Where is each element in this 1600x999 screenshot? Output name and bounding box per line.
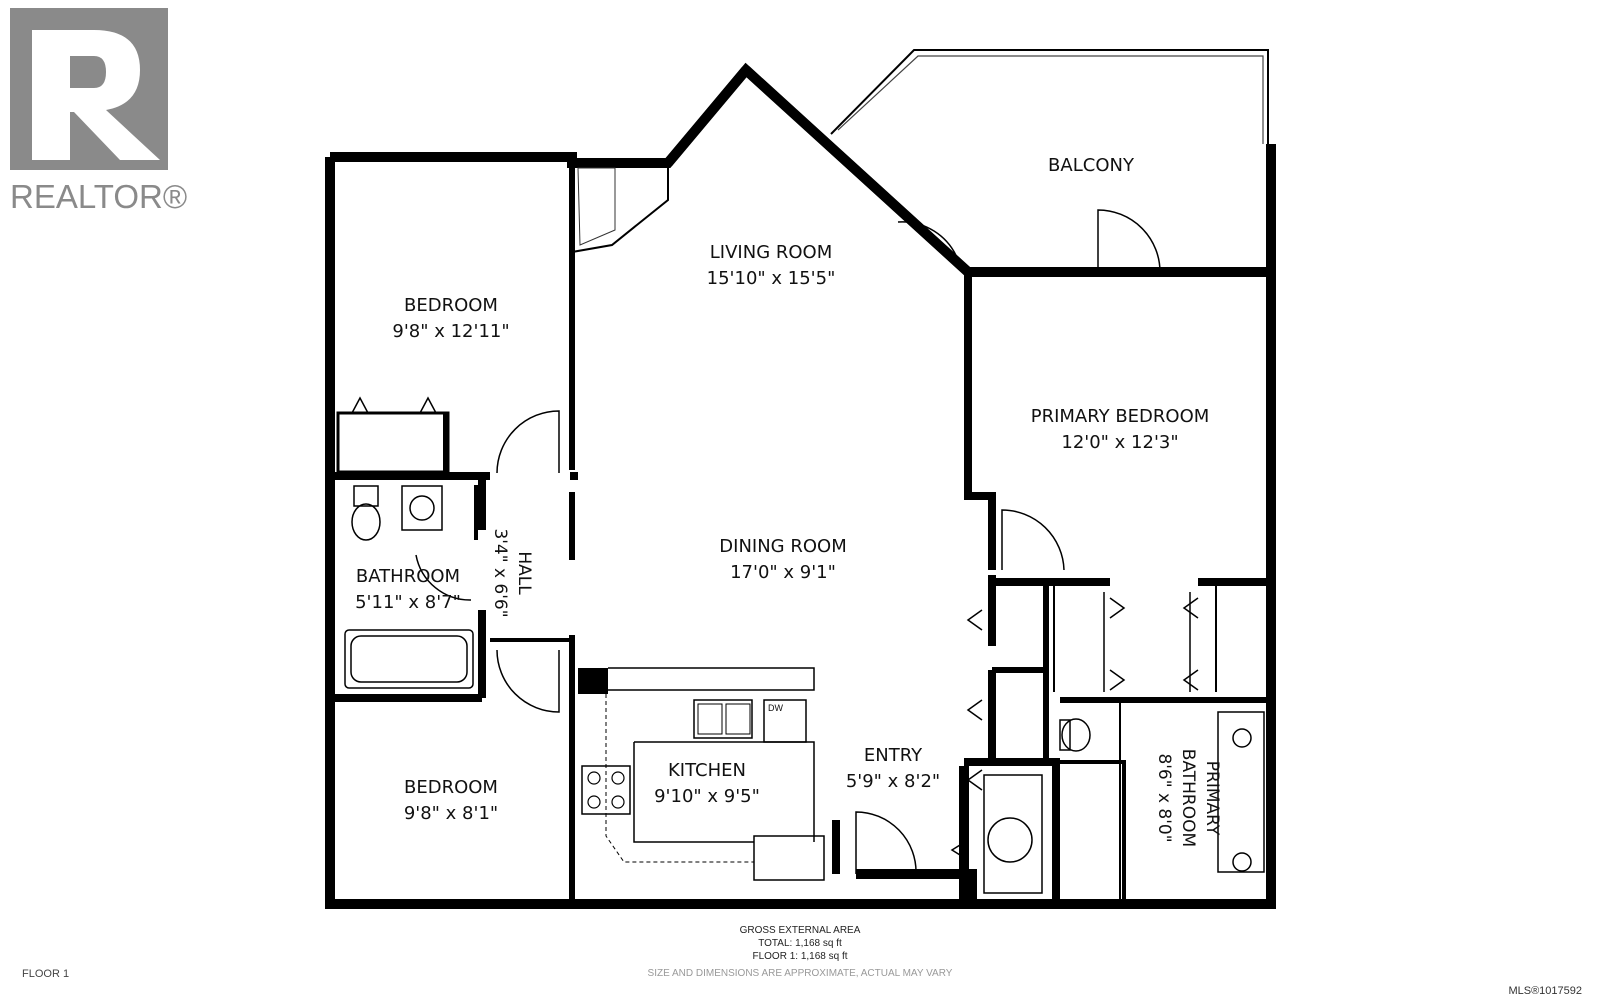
disclaimer: SIZE AND DIMENSIONS ARE APPROXIMATE, ACT… xyxy=(647,968,953,979)
realtor-logo-mark xyxy=(10,8,168,170)
gross-area-floor: FLOOR 1: 1,168 sq ft xyxy=(752,951,848,962)
room-label-balcony: BALCONY xyxy=(1048,155,1134,176)
mls-number: MLS®1017592 xyxy=(1508,985,1582,997)
gross-area-total: TOTAL: 1,168 sq ft xyxy=(758,938,842,949)
dishwasher-label: DW xyxy=(768,703,783,713)
balcony-outline xyxy=(830,49,1269,144)
gross-area-block: GROSS EXTERNAL AREA TOTAL: 1,168 sq ft F… xyxy=(740,924,861,963)
realtor-logo: REALTOR® xyxy=(10,8,187,215)
realtor-logo-text: REALTOR® xyxy=(10,178,188,215)
gross-area-heading: GROSS EXTERNAL AREA xyxy=(739,925,861,936)
floor-label: FLOOR 1 xyxy=(22,968,70,980)
